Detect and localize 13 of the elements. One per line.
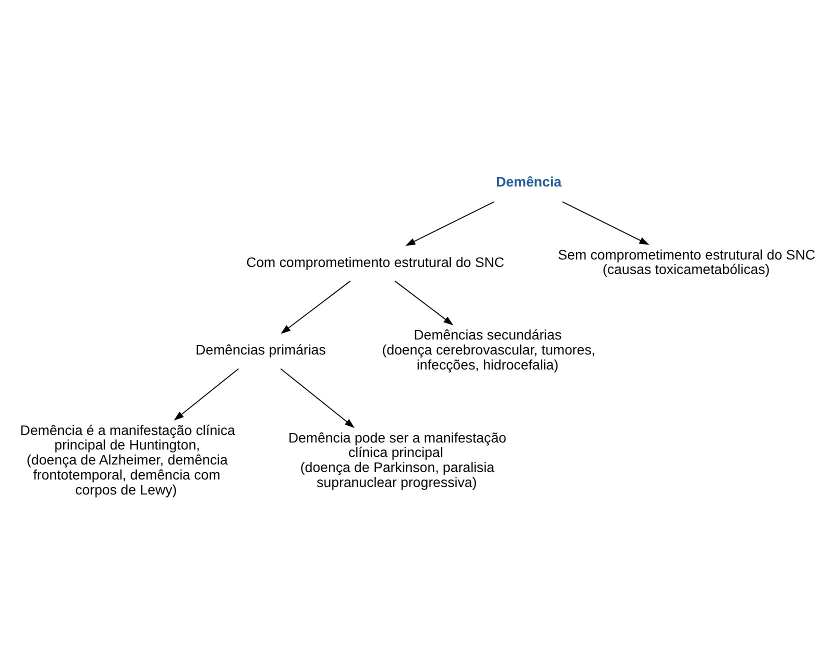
node-text: Demência pode ser a manifestação clínica principal (doença de Parkinson, paralisia supranuclear progressiva) (288, 429, 506, 490)
arrow (405, 201, 495, 246)
arrow (174, 368, 240, 421)
arrow (280, 368, 355, 428)
node-text: Demências primárias (196, 342, 326, 358)
node-text: Com comprometimento estrutural do SNC (246, 254, 504, 270)
arrow (394, 280, 454, 326)
arrow (562, 201, 650, 245)
node-text: Demência é a manifestação clínica principal de Huntington, (doença de Alzheimer, demência frontotemporal, demência com corpos de Lewy) (20, 422, 236, 498)
node-text: Sem comprometimento estrutural do SNC (causas toxicametabólicas) (558, 246, 816, 278)
node-text: Demências secundárias (doença cerebrovascular, tumores, infecções, hidrocefalia) (382, 326, 596, 372)
arrow (280, 280, 351, 334)
node-text: Demência (496, 173, 562, 190)
